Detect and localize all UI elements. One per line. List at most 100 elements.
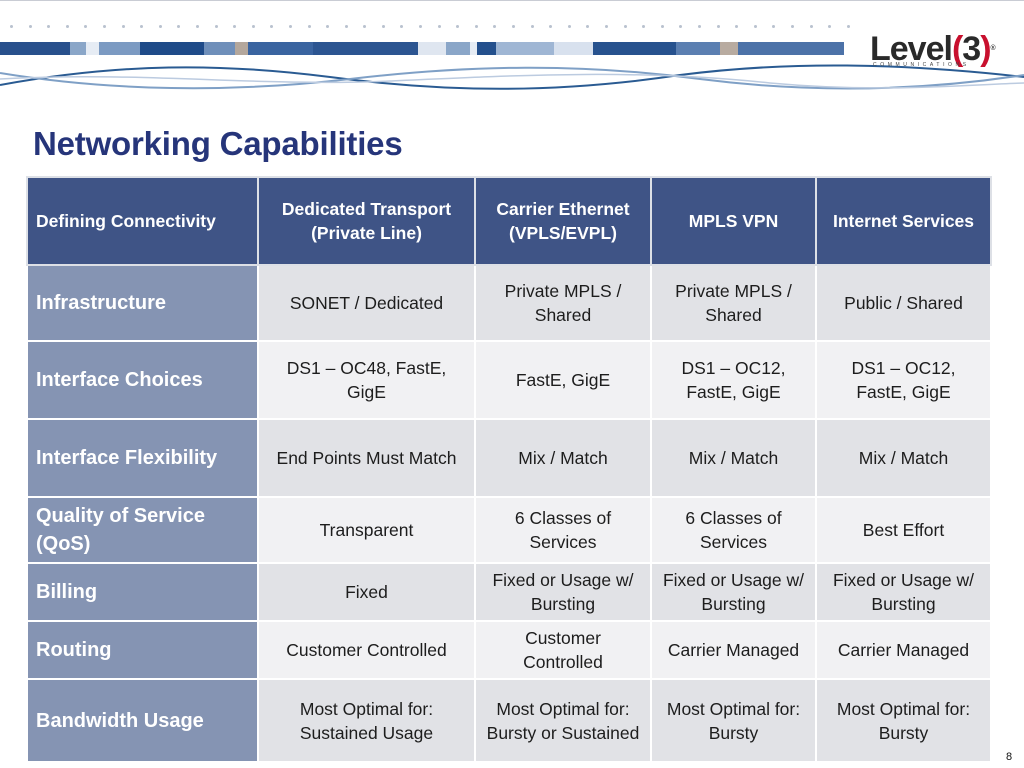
decorative-dot [474,25,478,28]
decorative-dot [437,25,441,28]
decorative-dot [679,25,683,28]
table-cell: Mix / Match [650,418,817,498]
table-cell: Mix / Match [474,418,652,498]
table-cell: DS1 – OC48, FastE, GigE [257,340,476,420]
decorative-dot [493,25,497,28]
decorative-dot [84,25,88,28]
decorative-dot [697,25,701,28]
table-cell: SONET / Dedicated [257,264,476,342]
decorative-dot [307,25,311,28]
decorative-color-stripe [0,42,845,55]
table-row: Billing Fixed Fixed or Usage w/ Bursting… [26,562,992,622]
table-cell: Most Optimal for: Bursty or Sustained [474,678,652,763]
table-cell: Public / Shared [815,264,992,342]
table-cell: DS1 – OC12, FastE, GigE [650,340,817,420]
decorative-dot-row [10,25,850,29]
decorative-dot [381,25,385,28]
decorative-dot [400,25,404,28]
decorative-dot [772,25,776,28]
decorative-dot [790,25,794,28]
table-cell: Fixed [257,562,476,622]
logo-tagline: COMMUNICATIONS [873,62,970,68]
table-cell: Mix / Match [815,418,992,498]
table-cell: 6 Classes of Services [474,496,652,564]
decorative-dot [47,25,51,28]
decorative-dot [512,25,516,28]
logo-wordmark: Level(3)® [870,30,996,68]
table-cell: Private MPLS / Shared [650,264,817,342]
table-row: Quality of Service (QoS) Transparent 6 C… [26,496,992,564]
decorative-dot [419,25,423,28]
table-cell: Most Optimal for: Bursty [650,678,817,763]
table-cell: Private MPLS / Shared [474,264,652,342]
table-cell: FastE, GigE [474,340,652,420]
column-header: MPLS VPN [650,176,817,266]
table-row: Routing Customer Controlled Customer Con… [26,620,992,680]
decorative-dot [660,25,664,28]
page-number: 8 [1006,751,1013,763]
decorative-dot [270,25,274,28]
table-cell: 6 Classes of Services [650,496,817,564]
table-cell: Most Optimal for: Sustained Usage [257,678,476,763]
column-header: Internet Services [815,176,992,266]
decorative-dot [586,25,590,28]
decorative-dot [753,25,757,28]
decorative-dot [344,25,348,28]
column-header: Defining Connectivity [26,176,259,266]
decorative-dot [28,25,32,28]
decorative-dot [214,25,218,28]
table-row: Infrastructure SONET / Dedicated Private… [26,264,992,342]
decorative-dot [102,25,106,28]
decorative-dot [288,25,292,28]
decorative-dot [567,25,571,28]
level3-logo: Level(3)® COMMUNICATIONS [870,29,1010,69]
decorative-dot [326,25,330,28]
table-header-row: Defining Connectivity Dedicated Transpor… [26,176,992,266]
column-header: Carrier Ethernet (VPLS/EVPL) [474,176,652,266]
decorative-dot [140,25,144,28]
decorative-dot [809,25,813,28]
table-cell: Customer Controlled [474,620,652,680]
row-header: Billing [26,562,259,622]
decorative-dot [642,25,646,28]
row-header: Bandwidth Usage [26,678,259,763]
table-cell: Fixed or Usage w/ Bursting [474,562,652,622]
table-cell: Fixed or Usage w/ Bursting [650,562,817,622]
decorative-dot [735,25,739,28]
row-header: Infrastructure [26,264,259,342]
decorative-dot [530,25,534,28]
table-cell: Most Optimal for: Bursty [815,678,992,763]
table-cell: Customer Controlled [257,620,476,680]
decorative-dot [828,25,832,28]
decorative-dot [65,25,69,28]
table-row: Interface Flexibility End Points Must Ma… [26,418,992,498]
decorative-waves [0,64,1024,90]
decorative-dot [177,25,181,28]
row-header: Interface Flexibility [26,418,259,498]
row-header: Quality of Service (QoS) [26,496,259,564]
decorative-dot [623,25,627,28]
table-cell: Carrier Managed [815,620,992,680]
decorative-dot [605,25,608,28]
decorative-dot [846,25,850,28]
row-header: Interface Choices [26,340,259,420]
decorative-dot [10,25,13,28]
decorative-dot [456,25,460,28]
table-cell: Transparent [257,496,476,564]
decorative-dot [716,25,720,28]
decorative-dot [158,25,162,28]
decorative-dot [251,25,255,28]
table-cell: Carrier Managed [650,620,817,680]
table-row: Bandwidth Usage Most Optimal for: Sustai… [26,678,992,763]
decorative-dot [363,25,367,28]
slide-title: Networking Capabilities [33,125,403,162]
table-cell: Fixed or Usage w/ Bursting [815,562,992,622]
capabilities-table: Defining Connectivity Dedicated Transpor… [26,176,992,763]
table-cell: Best Effort [815,496,992,564]
decorative-dot [195,25,199,28]
column-header: Dedicated Transport (Private Line) [257,176,476,266]
decorative-dot [233,25,237,28]
table-row: Interface Choices DS1 – OC48, FastE, Gig… [26,340,992,420]
table-cell: End Points Must Match [257,418,476,498]
